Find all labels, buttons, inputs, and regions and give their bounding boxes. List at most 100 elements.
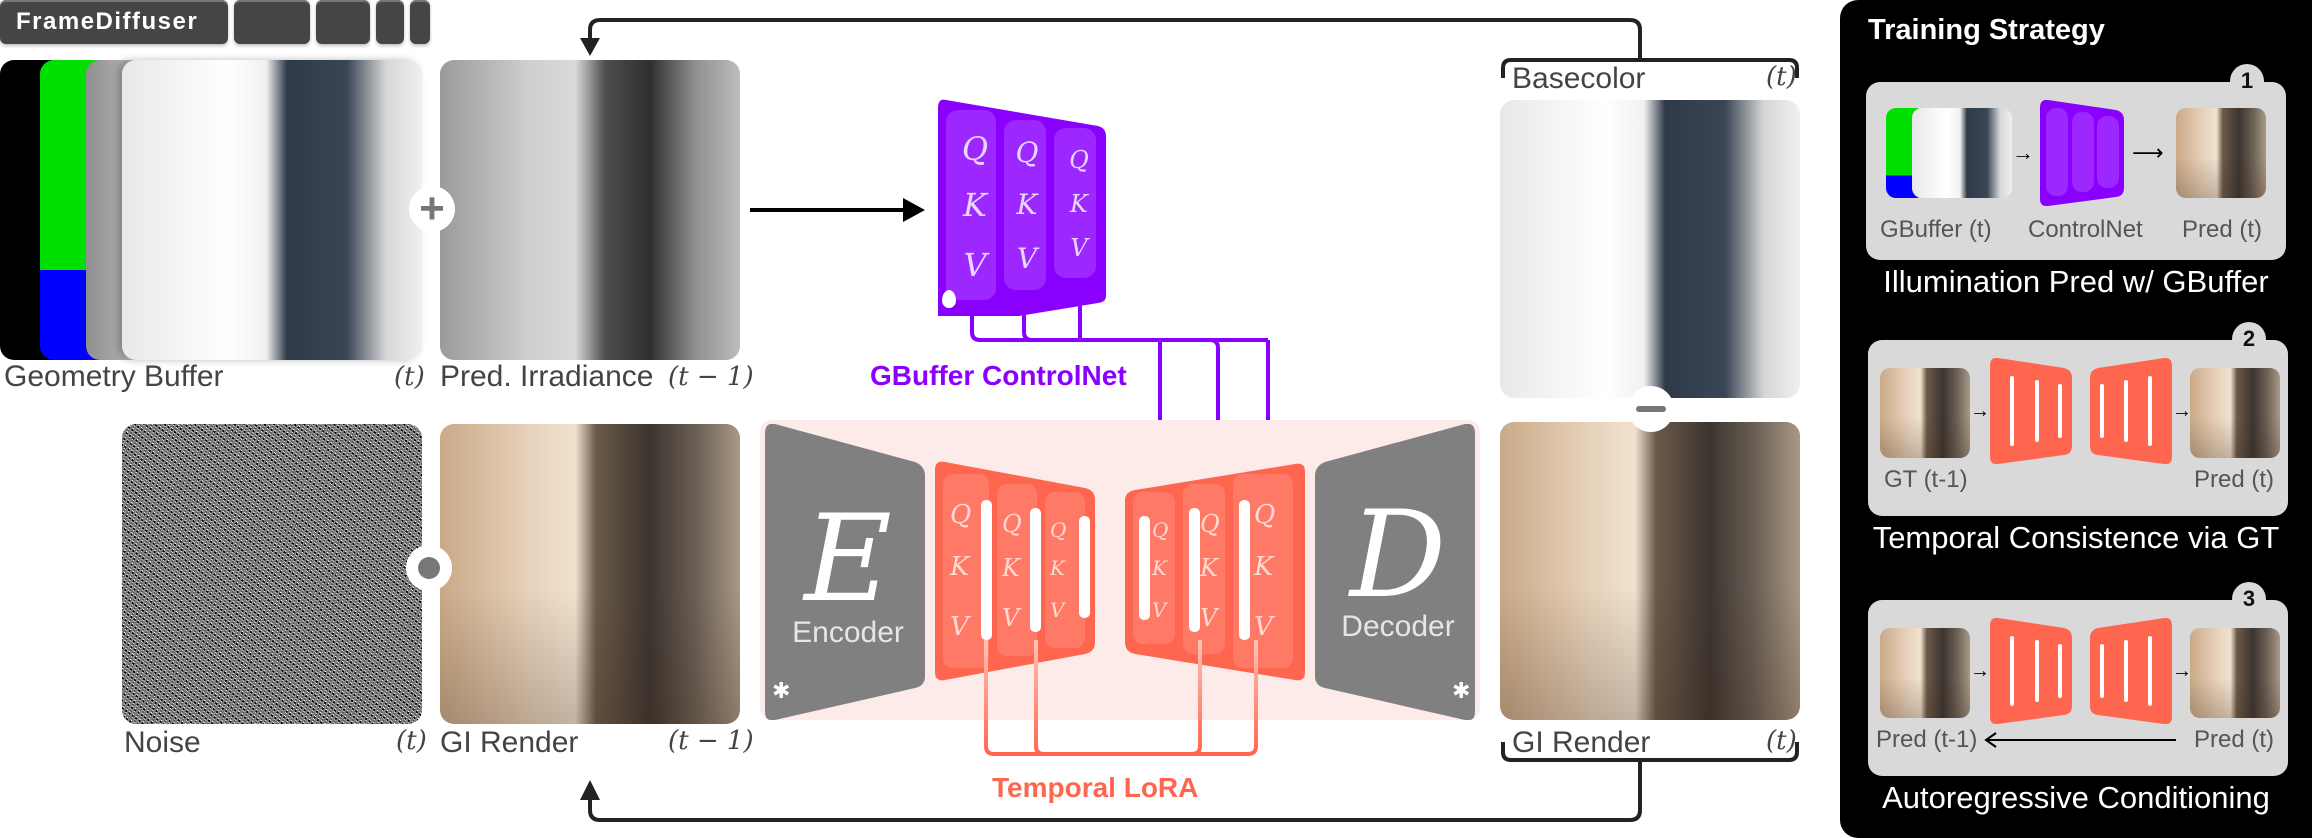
basecolor-bracket [1501,58,1799,78]
stage-1-badge: 1 [2230,64,2264,98]
up-v1: V [1152,598,1167,622]
arrowhead [903,198,925,222]
concat-operator-icon [406,545,452,591]
stage-1-label-pred: Pred (t) [2182,216,2263,243]
stage-1-label-controlnet: ControlNet [2028,216,2143,243]
title-bar-segment [316,0,370,44]
pred-irradiance-image [440,60,740,360]
noise-time: (t) [396,726,427,756]
stage-2-pred-image [2190,368,2280,458]
stage-1-controlnet-block [2040,100,2124,206]
controlnet-title: GBuffer ControlNet [870,360,1127,391]
flame-icon [942,290,956,308]
stage-3-up-block [2090,618,2172,724]
stage-1-pred-image [2176,108,2266,198]
lora-connections [984,640,1258,756]
controlnet-q1: Q [961,130,989,168]
noise-label: Noise [124,726,201,759]
down-v3: V [1050,598,1065,622]
basecolor-time: (t) [1766,62,1797,92]
down-k3: K [1050,556,1065,580]
pred-irradiance-time: (t − 1) [668,362,754,392]
stage-3-pred-prev-image [1880,628,1970,718]
encoder-letter: E [804,490,892,629]
encoder-block [765,424,925,720]
up-q2: Q [1200,510,1220,538]
geometry-buffer-time: (t) [394,362,425,392]
title-bar-segment [410,0,430,44]
down-k1: K [950,552,970,582]
down-v2: V [1002,604,1020,632]
controlnet-k2: K [1016,188,1038,221]
snowflake-icon: ✱ [1452,678,1471,703]
up-q3: Q [1254,500,1276,530]
stage-2-label-gt: GT (t-1) [1884,466,1968,493]
down-v1: V [950,612,969,642]
controlnet-v1: V [963,246,987,284]
title-bar-segment [234,0,310,44]
noise-image [122,424,422,724]
arrow-right-icon: → [1970,660,1990,682]
stage-2-down-block [1990,358,2072,464]
controlnet-block [938,99,1106,316]
snowflake-icon: ✱ [772,678,791,703]
basecolor-label: Basecolor [1512,62,1646,95]
stage-2-label-pred: Pred (t) [2194,466,2275,493]
feedback-arrow-top [588,18,1642,62]
gi-render-label: GI Render [1512,726,1651,759]
basecolor-image [1500,100,1800,398]
autoregressive-arrow [1984,732,2176,748]
pred-irradiance-label: Pred. Irradiance [440,360,654,393]
down-q3: Q [1050,518,1067,542]
up-k1: K [1152,556,1167,580]
stage-1-caption: Illumination Pred w/ GBuffer [1883,264,2269,299]
title-bar: FrameDiffuser [0,0,430,46]
controlnet-k3: K [1070,190,1088,218]
geometry-buffer-label: Geometry Buffer [4,360,224,393]
unet-down-block [935,461,1095,681]
up-k2: K [1200,554,1218,582]
arrow-right-icon: → [2172,660,2192,682]
decoder-letter: D [1349,486,1447,625]
gi-render-prev-label: GI Render [440,726,579,759]
gbuffer-basecolor-image [122,60,422,360]
gi-render-prev-image [440,424,740,724]
minus-operator-icon [1628,386,1674,432]
up-v3: V [1254,612,1273,642]
decoder-block [1315,424,1475,720]
controlnet-q2: Q [1015,136,1039,169]
down-q2: Q [1002,510,1022,538]
lora-title: Temporal LoRA [992,772,1199,803]
concat-dot [418,557,440,579]
down-k2: K [1002,554,1020,582]
down-q1: Q [950,500,972,530]
training-title: Training Strategy [1868,14,2105,46]
gi-render-image [1500,422,1800,720]
stage-2-gt-image [1880,368,1970,458]
gi-render-time: (t) [1766,726,1797,756]
minus-bar [1636,406,1666,412]
up-q1: Q [1152,518,1169,542]
up-k3: K [1254,552,1274,582]
stage-2-caption: Temporal Consistence via GT [1872,520,2280,555]
controlnet-v2: V [1016,242,1038,275]
arrow-right-icon: → [2172,400,2192,422]
arrowhead [580,780,600,800]
stage-3-down-block [1990,618,2072,724]
plus-operator-icon: + [409,186,455,232]
arrow-right-icon: → [1970,400,1990,422]
title-bar-segment [376,0,404,44]
stage-3-label-pred-prev: Pred (t-1) [1876,726,1978,753]
stage-3-badge: 3 [2232,582,2266,616]
stage-3-pred-image [2190,628,2280,718]
decoder-label: Decoder [1341,610,1455,643]
gi-render-bracket [1501,742,1799,762]
arrow-right-icon: ⟶ [2132,140,2164,165]
arrow-right-icon: → [2012,140,2034,165]
unet-up-block [1125,463,1305,681]
gi-render-prev-time: (t − 1) [668,726,754,756]
controlnet-v3: V [1070,234,1088,262]
stage-1-label-gbuffer: GBuffer (t) [1880,216,1992,243]
encoder-label: Encoder [792,616,904,649]
stage-3-caption: Autoregressive Conditioning [1882,780,2270,815]
